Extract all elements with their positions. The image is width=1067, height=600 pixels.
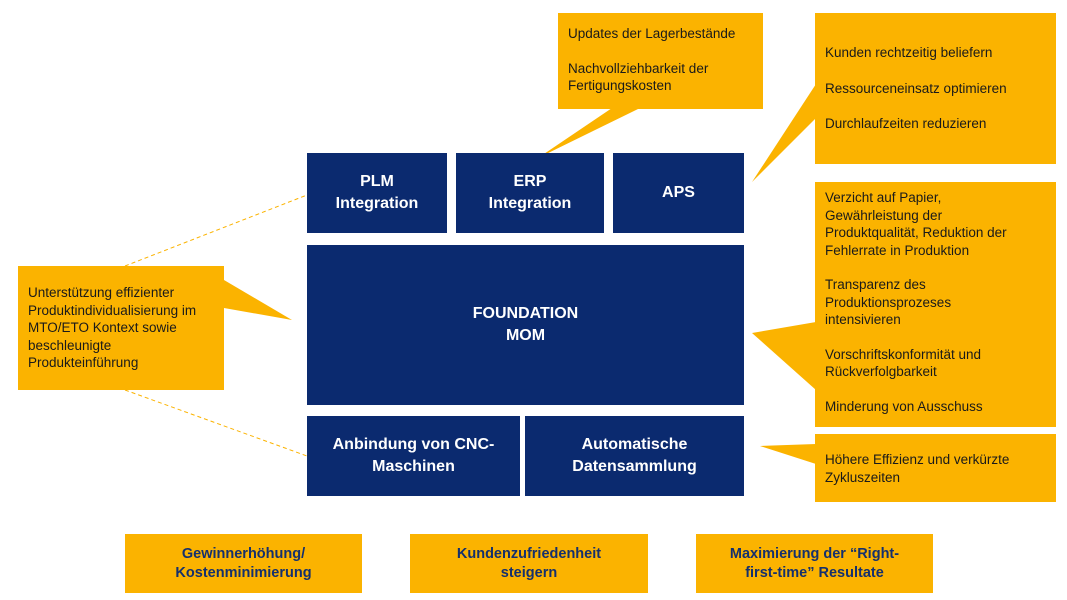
aps-callout-line-2: Ressourceneinsatz optimieren — [825, 80, 1007, 96]
erp-callout-line-2: Nachvollziehbarkeit der Fertigungskosten — [568, 60, 709, 94]
plm-integration-box: PLM Integration — [307, 153, 447, 233]
daten-callout: Höhere Effizienz und verkürzte Zykluszei… — [815, 434, 1056, 502]
foundation-callout-tail — [752, 322, 816, 390]
erp-callout: Updates der Lagerbestände Nachvollziehba… — [558, 13, 763, 109]
foundation-callout-item-1: Verzicht auf Papier, Gewährleistung der … — [825, 190, 1007, 258]
foundation-callout-item-2: Transparenz des Produktionsprozeses inte… — [825, 277, 952, 327]
goal-gewinnerhoehung: Gewinnerhöhung/ Kostenminimierung — [125, 534, 362, 593]
aps-callout-line-3: Durchlaufzeiten reduzieren — [825, 116, 987, 131]
left-callout-tail — [224, 280, 292, 320]
erp-callout-line-1: Updates der Lagerbestände — [568, 26, 736, 41]
aps-callout-line-1: Kunden rechtzeitig beliefern — [825, 45, 993, 60]
aps-callout: Kunden rechtzeitig beliefern Ressourcene… — [815, 13, 1056, 164]
foundation-callout: Verzicht auf Papier, Gewährleistung der … — [815, 182, 1056, 427]
dashed-connector-bottom — [124, 389, 308, 457]
datensammlung-box: Automatische Datensammlung — [525, 416, 744, 496]
aps-box: APS — [613, 153, 744, 233]
cnc-anbindung-box: Anbindung von CNC- Maschinen — [307, 416, 520, 496]
erp-integration-box: ERP Integration — [456, 153, 604, 233]
erp-callout-tail — [538, 108, 640, 158]
dashed-connector-top — [124, 194, 308, 267]
foundation-callout-item-3: Vorschriftskonformität und Rückverfolgba… — [825, 346, 982, 380]
left-callout: Unterstützung effizienter Produktindivid… — [18, 266, 224, 390]
foundation-callout-item-4: Minderung von Ausschuss — [825, 398, 983, 414]
goal-kundenzufriedenheit: Kundenzufriedenheit steigern — [410, 534, 648, 593]
foundation-mom-box: FOUNDATION MOM — [307, 245, 744, 405]
daten-callout-tail — [760, 444, 816, 464]
goal-right-first-time: Maximierung der “Right- first-time” Resu… — [696, 534, 933, 593]
aps-callout-tail — [752, 84, 816, 182]
